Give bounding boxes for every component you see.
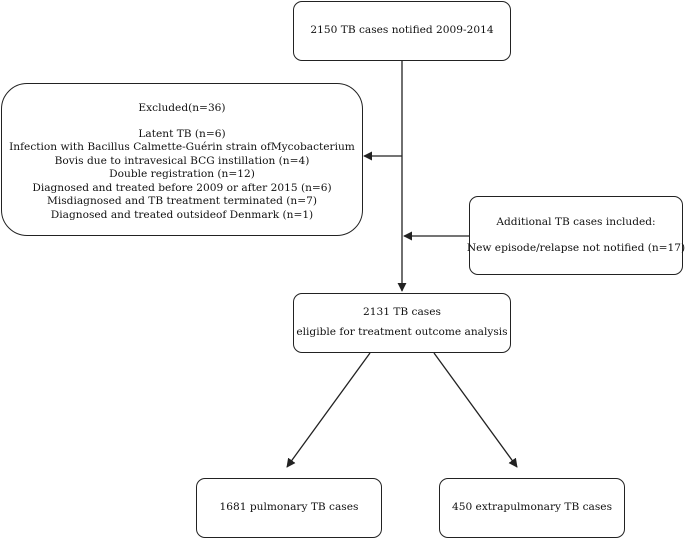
eligible-cases-box: 2131 TB cases eligible for treatment out… [293,293,511,353]
excluded-box: Excluded(n=36) Latent TB (n=6) Infection… [1,83,363,236]
excluded-line: Diagnosed and treated before 2009 or aft… [32,181,332,194]
pulmonary-cases-text: 1681 pulmonary TB cases [219,501,359,514]
additional-line: New episode/relapse not notified (n=17) [466,241,685,254]
excluded-line: Misdiagnosed and TB treatment terminated… [47,195,317,208]
total-cases-text: 2150 TB cases notified 2009-2014 [310,24,494,37]
excluded-line: Latent TB (n=6) [138,127,226,140]
excluded-line: Diagnosed and treated outsideof Denmark … [50,208,314,221]
eligible-description: eligible for treatment outcome analysis [296,326,508,338]
pulmonary-cases-box: 1681 pulmonary TB cases [196,478,382,538]
pulmonary-arrow [286,352,371,468]
extrapulmonary-arrow [433,352,518,468]
excluded-heading: Excluded(n=36) [138,102,226,114]
extrapulmonary-cases-box: 450 extrapulmonary TB cases [439,478,625,538]
total-cases-box: 2150 TB cases notified 2009-2014 [293,1,511,61]
excluded-line: Double registration (n=12) [109,168,255,181]
eligible-count: 2131 TB cases [363,306,441,319]
excluded-line: Infection with Bacillus Calmette-Guérin … [9,141,355,154]
excluded-line: Bovis due to intravesical BCG instillati… [54,154,310,167]
additional-heading: Additional TB cases included: [496,215,656,228]
additional-cases-box: Additional TB cases included: New episod… [466,196,685,275]
extrapulmonary-cases-text: 450 extrapulmonary TB cases [451,501,613,514]
